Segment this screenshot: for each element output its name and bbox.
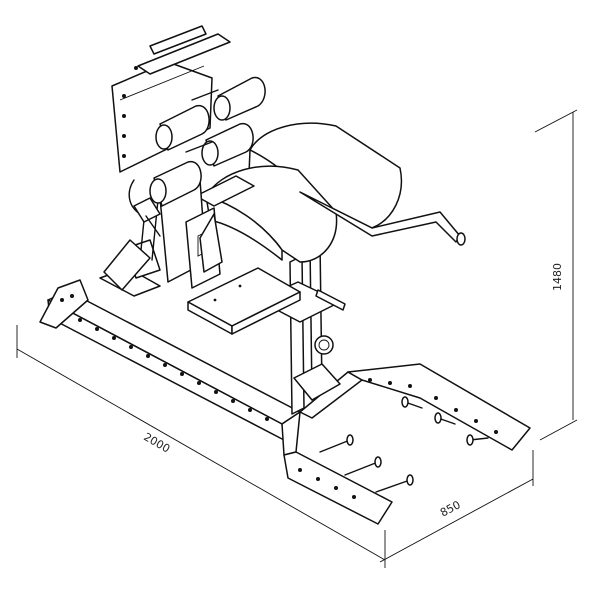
base-frame bbox=[39, 267, 531, 525]
back-plate bbox=[111, 25, 231, 173]
foot-platform bbox=[187, 267, 301, 335]
adjustment-pin bbox=[128, 179, 161, 237]
center-support bbox=[257, 241, 346, 415]
width-dimension-label: 850 bbox=[438, 498, 463, 519]
frame-holes bbox=[60, 294, 498, 499]
weight-storage-pegs bbox=[319, 396, 489, 493]
side-brackets bbox=[103, 213, 223, 291]
height-dimension: 1480 bbox=[534, 109, 578, 441]
height-dimension-label: 1480 bbox=[551, 263, 564, 291]
roller-pads bbox=[149, 76, 266, 207]
length-dimension-label: 2000 bbox=[141, 430, 172, 455]
seat-pads bbox=[195, 122, 466, 263]
width-dimension: 850 bbox=[379, 450, 534, 563]
